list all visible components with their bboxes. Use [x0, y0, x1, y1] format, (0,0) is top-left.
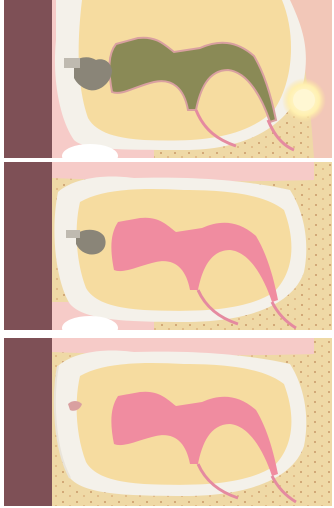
- panel-intermediate-decay: [4, 162, 332, 330]
- intermediate-decay-illustration: [4, 162, 332, 330]
- cavity-opening: [64, 58, 80, 68]
- cheek: [4, 0, 52, 158]
- advanced-decay-illustration: [4, 0, 332, 158]
- cheek: [4, 162, 52, 330]
- panel-advanced-decay: [4, 0, 332, 158]
- cheek: [4, 338, 52, 506]
- cavity-opening: [66, 230, 80, 238]
- panel-early-decay: [4, 338, 332, 506]
- abscess-core: [293, 89, 315, 111]
- early-decay-illustration: [4, 338, 332, 506]
